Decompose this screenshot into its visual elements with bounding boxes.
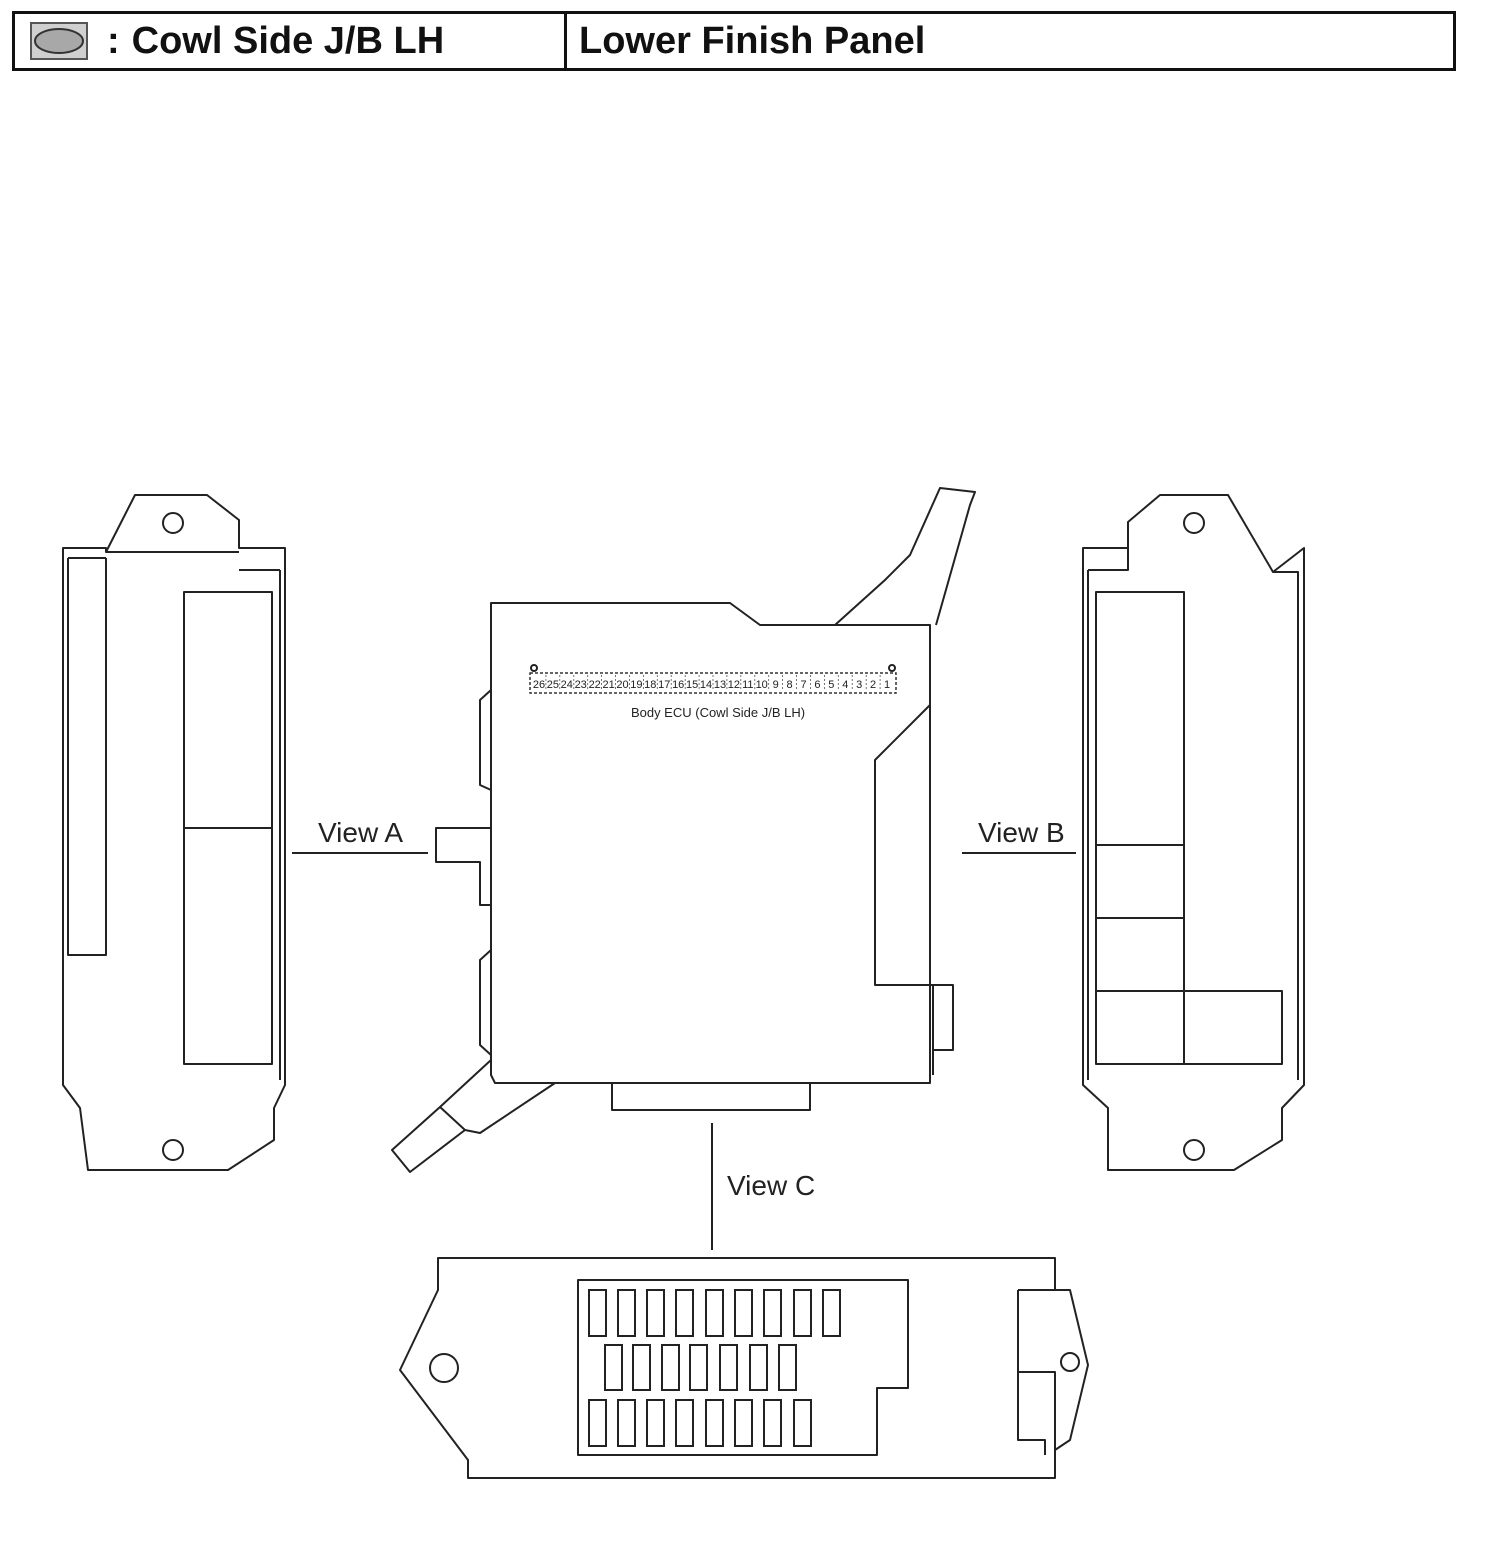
pin-number: 26 [533, 679, 545, 691]
pin-number: 3 [856, 679, 862, 691]
fuse-cavity [705, 1289, 724, 1337]
fuse-cavity [689, 1344, 708, 1391]
pin-number: 4 [842, 679, 848, 691]
location-text: Lower Finish Panel [579, 19, 926, 62]
fuse-cavity [617, 1399, 636, 1447]
view-c-connector-face [399, 1257, 1089, 1479]
pin-number: 13 [714, 679, 726, 691]
fuse-cavity [734, 1289, 753, 1337]
fuse-cavity [661, 1344, 680, 1391]
fuse-cavities [588, 1289, 841, 1447]
fuse-cavity [705, 1399, 724, 1447]
pin-number: 6 [814, 679, 820, 691]
pin-number: 19 [630, 679, 642, 691]
pin-number: 2 [870, 679, 876, 691]
connector-pin-row [529, 672, 897, 694]
pin-number: 23 [575, 679, 587, 691]
fuse-cavity [588, 1399, 607, 1447]
fuse-cavity [822, 1289, 841, 1337]
pin-number: 24 [561, 679, 573, 691]
fuse-cavity [778, 1344, 797, 1391]
location-cell: Lower Finish Panel [567, 14, 925, 68]
pin-number: 10 [756, 679, 768, 691]
fuse-cavity [675, 1399, 694, 1447]
pin-number: 1 [884, 679, 890, 691]
pin-number: 17 [658, 679, 670, 691]
pin-number: 18 [644, 679, 656, 691]
pin-number: 7 [800, 679, 806, 691]
legend-text: Cowl Side J/B LH [131, 19, 445, 62]
pin-number: 9 [773, 679, 779, 691]
pin-number: 5 [828, 679, 834, 691]
fuse-cavity [588, 1289, 607, 1337]
fuse-cavity [793, 1289, 812, 1337]
fuse-cavity [719, 1344, 738, 1391]
pin-number: 14 [700, 679, 712, 691]
pin-number: 12 [728, 679, 740, 691]
ecu-label: Body ECU (Cowl Side J/B LH) [631, 705, 805, 720]
fuse-cavity [734, 1399, 753, 1447]
fuse-cavity [646, 1289, 665, 1337]
fuse-cavity [617, 1289, 636, 1337]
view-a-side-panel [62, 494, 286, 1171]
fuse-cavity [763, 1289, 782, 1337]
fuse-cavity [675, 1289, 694, 1337]
pin-number: 15 [686, 679, 698, 691]
legend-prefix: : [107, 19, 120, 62]
fuse-cavity [632, 1344, 651, 1391]
view-b-side-panel [1082, 494, 1305, 1171]
pin-number: 16 [672, 679, 684, 691]
pin-number: 22 [589, 679, 601, 691]
view-a-label: View A [318, 817, 403, 848]
pin-number: 25 [547, 679, 559, 691]
pin-number: 21 [602, 679, 614, 691]
view-b-label: View B [978, 817, 1065, 848]
pin-number: 20 [616, 679, 628, 691]
gray-oval-icon [30, 22, 88, 60]
fuse-cavity [793, 1399, 812, 1447]
pin-number: 11 [742, 679, 753, 691]
view-c-label: View C [727, 1170, 815, 1201]
pin-number: 8 [787, 679, 793, 691]
legend-cell: : Cowl Side J/B LH [15, 14, 567, 68]
fuse-cavity [763, 1399, 782, 1447]
fuse-cavity [646, 1399, 665, 1447]
header-bar: : Cowl Side J/B LH Lower Finish Panel [12, 11, 1456, 71]
fuse-cavity [749, 1344, 768, 1391]
fuse-cavity [604, 1344, 623, 1391]
